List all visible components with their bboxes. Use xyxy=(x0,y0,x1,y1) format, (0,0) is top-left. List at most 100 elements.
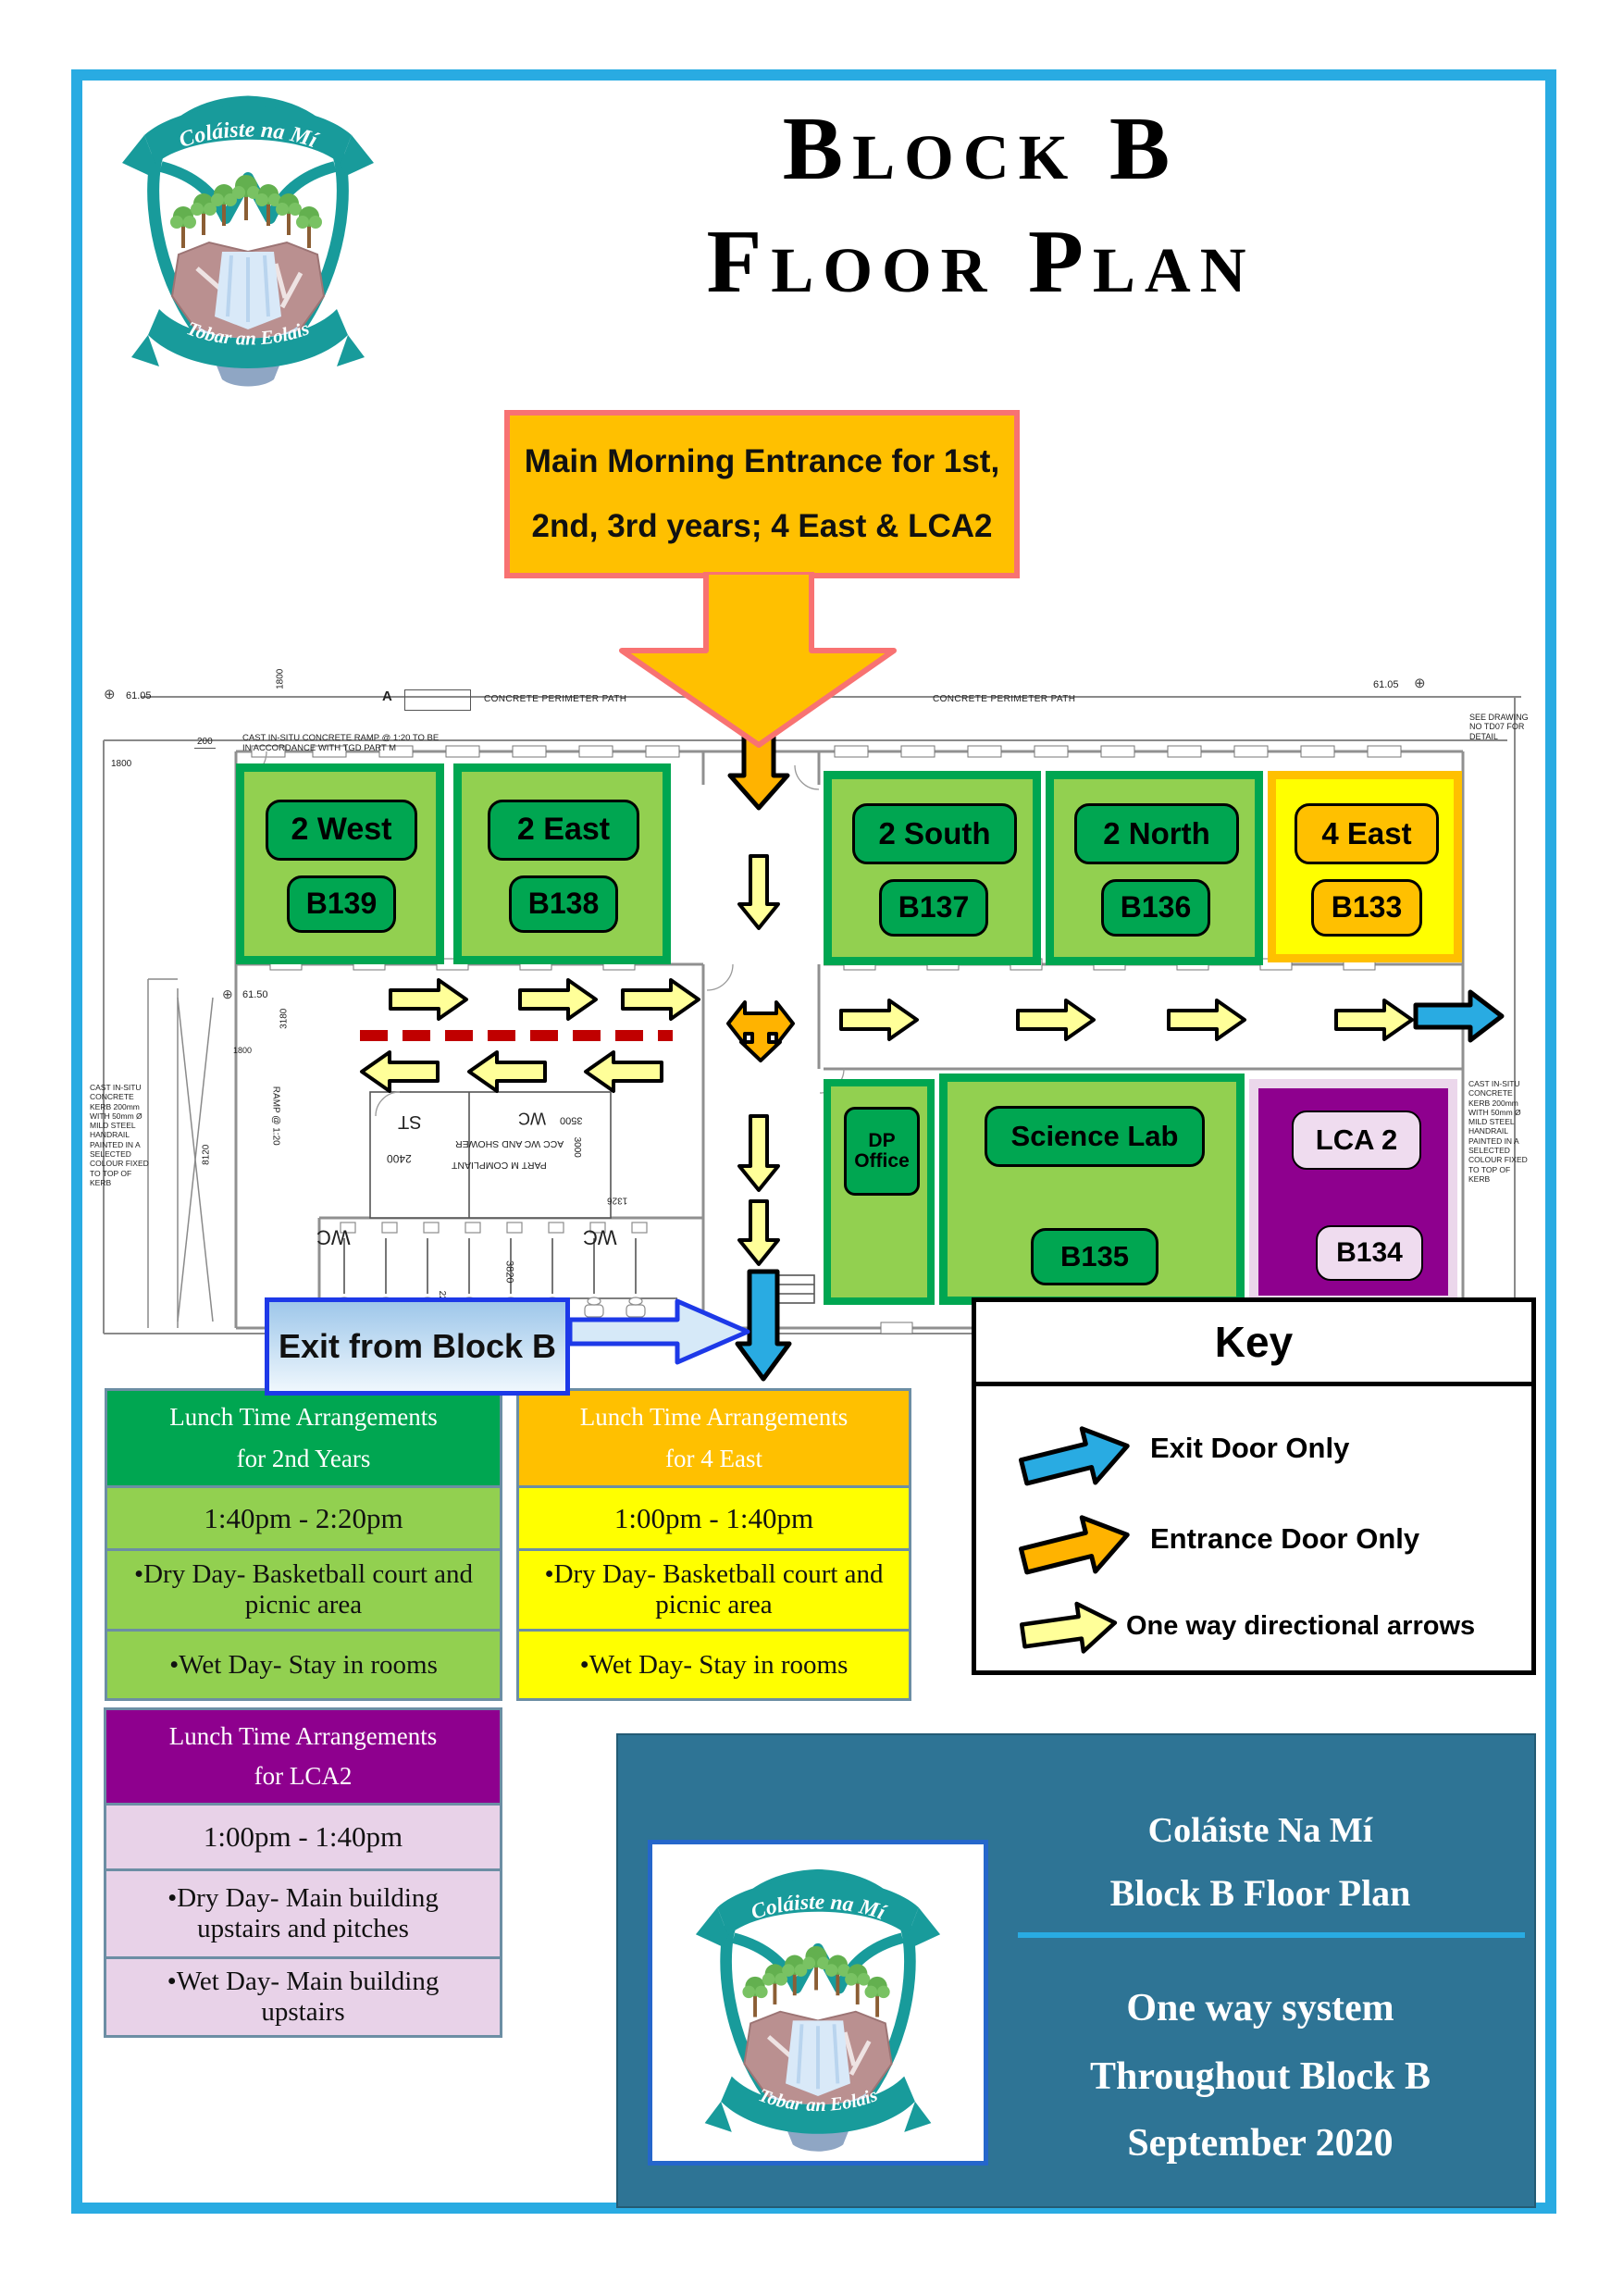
room-2-west: 2 West B139 xyxy=(236,763,444,964)
plan-dim-8120: 8120 xyxy=(201,1144,212,1165)
room-2-north-name: 2 North xyxy=(1074,803,1239,864)
plan-level-left: 61.05 xyxy=(126,690,152,701)
lunch-table-2nd-years-header: Lunch Time Arrangements for 2nd Years xyxy=(107,1391,500,1485)
plan-level-right: 61.05 xyxy=(1373,679,1399,690)
plan-kerb-note-right: CAST IN-SITU CONCRETE KERB 200mm WITH 50… xyxy=(1468,1079,1528,1184)
plan-dim-3500: 3500 xyxy=(560,1114,583,1126)
key-title: Key xyxy=(976,1302,1531,1386)
entrance-arrow-icon xyxy=(1018,1515,1130,1575)
footer-one-way-line: One way system xyxy=(1126,1987,1394,2029)
plan-acc-wc-label: ACC WC AND SHOWER xyxy=(455,1138,564,1150)
footer-plan-title: Block B Floor Plan xyxy=(1109,1872,1411,1914)
room-science-lab-number: B135 xyxy=(1031,1228,1158,1285)
lunch-time-row: 1:40pm - 2:20pm xyxy=(107,1485,500,1548)
exit-label-pointer-arrow xyxy=(567,1298,750,1365)
datum-icon: ⊕ xyxy=(104,687,116,702)
plan-wc-right-label: WC xyxy=(583,1225,617,1249)
room-2-west-number: B139 xyxy=(287,875,396,933)
plan-wc-left-label: WC xyxy=(316,1225,351,1249)
room-2-south-name: 2 South xyxy=(852,803,1017,864)
entrance-callout-arrow xyxy=(619,572,897,748)
wet-day-row: •Wet Day- Stay in rooms xyxy=(107,1629,500,1698)
plan-ramp-label: RAMP @ 1:20 xyxy=(270,1086,281,1146)
lunch-time-row: 1:00pm - 1:40pm xyxy=(106,1803,500,1868)
exit-label-text: Exit from Block B xyxy=(278,1327,557,1365)
room-2-west-name: 2 West xyxy=(266,800,417,861)
lunch-time-row: 1:00pm - 1:40pm xyxy=(519,1485,909,1548)
room-2-south-number: B137 xyxy=(879,879,988,937)
exit-door-arrow-down xyxy=(735,1269,792,1382)
plan-section-marker-box xyxy=(404,689,471,711)
page-subtitle: Floor Plan xyxy=(706,212,1256,312)
plan-see-drawing-note: SEE DRAWING NO TD07 FOR DETAIL xyxy=(1469,713,1529,741)
header-line2: for LCA2 xyxy=(254,1762,353,1791)
room-2-east-number: B138 xyxy=(509,875,618,933)
one-way-arrows-right-corridor xyxy=(839,999,1414,1041)
key-entrance-label: Entrance Door Only xyxy=(1150,1522,1420,1555)
header-line1: Lunch Time Arrangements xyxy=(169,1403,438,1432)
plan-dim-2400: 2400 xyxy=(387,1151,412,1165)
dry-day-row: •Dry Day- Main building upstairs and pit… xyxy=(106,1868,500,1956)
footer-throughout-line: Throughout Block B xyxy=(1089,2055,1431,2098)
lunch-table-lca2: Lunch Time Arrangements for LCA2 1:00pm … xyxy=(104,1707,502,2038)
plan-ramp-note: CAST IN-SITU CONCRETE RAMP @ 1:20 TO BE … xyxy=(242,733,440,753)
room-4-east-number: B133 xyxy=(1311,879,1422,937)
footer-crest-card xyxy=(648,1840,988,2166)
room-lca2-name: LCA 2 xyxy=(1292,1111,1421,1170)
lunch-table-4-east-header: Lunch Time Arrangements for 4 East xyxy=(519,1391,909,1485)
plan-dim-1800-left: 1800 xyxy=(111,759,132,769)
key-panel: Key Exit Door Only Entrance Door Only On… xyxy=(972,1297,1536,1675)
room-4-east: 4 East B133 xyxy=(1268,771,1462,962)
ramp-lines xyxy=(147,978,214,1328)
header-line1: Lunch Time Arrangements xyxy=(168,1721,438,1750)
plan-dim-3820: 3820 xyxy=(503,1260,515,1284)
plan-store-label: ST xyxy=(398,1111,422,1132)
one-way-arrows-center-column xyxy=(737,854,780,1266)
room-2-east-name: 2 East xyxy=(488,800,639,861)
room-dp-office-name: DP Office xyxy=(844,1107,920,1196)
lunch-table-2nd-years: Lunch Time Arrangements for 2nd Years 1:… xyxy=(105,1388,502,1701)
room-2-north-number: B136 xyxy=(1101,879,1210,937)
footer-divider xyxy=(1018,1932,1525,1938)
one-way-arrows-left-corridor xyxy=(360,978,700,1093)
plan-dim-1800-top: 1800 xyxy=(275,668,286,689)
entrance-callout-line2: 2nd, 3rd years; 4 East & LCA2 xyxy=(531,508,993,544)
room-dp-office: DP Office xyxy=(824,1079,935,1305)
wc-block xyxy=(330,1091,815,1304)
one-way-arrow-icon xyxy=(1019,1601,1118,1654)
plan-wc-small-label: WC xyxy=(518,1109,546,1128)
room-2-east: 2 East B138 xyxy=(453,763,671,964)
room-science-lab-name: Science Lab xyxy=(985,1106,1205,1167)
footer-date-line: September 2020 xyxy=(1127,2122,1394,2165)
key-one-way-label: One way directional arrows xyxy=(1126,1611,1476,1641)
key-exit-label: Exit Door Only xyxy=(1150,1432,1350,1464)
plan-kerb-note-left: CAST IN-SITU CONCRETE KERB 200mm WITH 50… xyxy=(90,1083,149,1187)
room-2-north: 2 North B136 xyxy=(1046,771,1263,965)
footer-school-name: Coláiste Na Mí xyxy=(1147,1811,1373,1850)
datum-icon: ⊕ xyxy=(222,987,233,1001)
footer-school-crest xyxy=(679,1848,957,2158)
room-science-lab: Science Lab B135 xyxy=(939,1074,1245,1305)
lunch-table-lca2-header: Lunch Time Arrangements for LCA2 xyxy=(106,1710,500,1803)
plan-dim-1326: 1326 xyxy=(607,1195,628,1206)
room-lca2: LCA 2 B134 xyxy=(1249,1079,1457,1305)
plan-level-inner: 61.50 xyxy=(242,989,268,1000)
page-border-frame xyxy=(71,69,1556,2214)
exit-label-box: Exit from Block B xyxy=(265,1297,570,1396)
plan-dim-3000: 3000 xyxy=(571,1136,582,1158)
wet-day-row: •Wet Day- Stay in rooms xyxy=(519,1629,909,1698)
school-crest-logo xyxy=(109,74,387,393)
exit-arrow-icon xyxy=(1018,1426,1130,1486)
plan-part-m-label: PART M COMPLIANT xyxy=(452,1160,547,1172)
three-way-junction-arrow xyxy=(726,1000,795,1062)
dry-day-row: •Dry Day- Basketball court and picnic ar… xyxy=(519,1548,909,1629)
entrance-callout: Main Morning Entrance for 1st, 2nd, 3rd … xyxy=(504,410,1020,578)
plan-dim-3180: 3180 xyxy=(279,1008,290,1029)
plan-section-marker: A xyxy=(382,689,392,704)
wet-day-row: •Wet Day- Main building upstairs xyxy=(106,1956,500,2035)
page-title: Block B xyxy=(782,99,1180,199)
exit-door-arrow-right xyxy=(1413,989,1505,1043)
entrance-callout-line1: Main Morning Entrance for 1st, xyxy=(524,443,1000,479)
plan-dim-200: 200 xyxy=(194,737,216,749)
